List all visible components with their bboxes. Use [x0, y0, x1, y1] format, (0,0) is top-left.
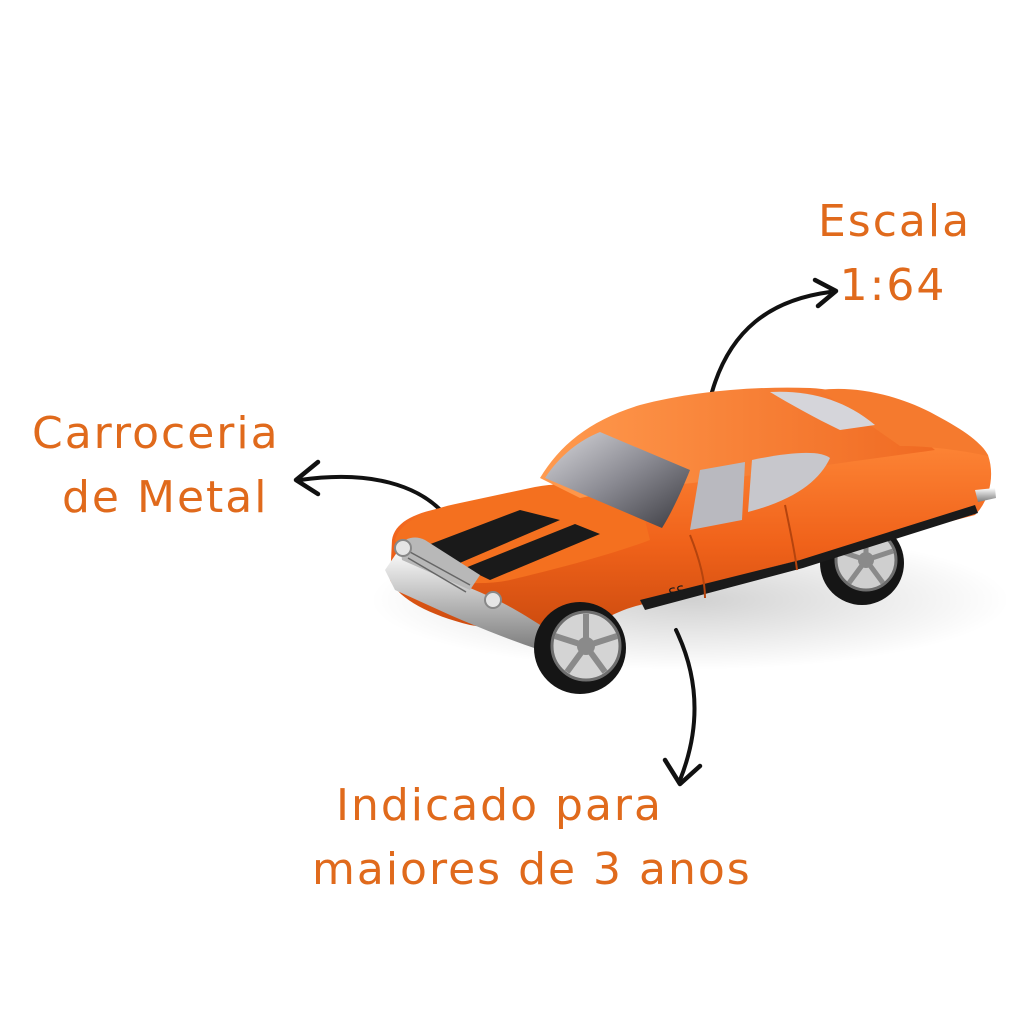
toy-car-image: SS — [370, 387, 1010, 694]
arrow-to-scale-icon — [710, 277, 839, 394]
body-annotation-line-2: de Metal — [62, 472, 269, 523]
age-annotation-line-1: Indicado para — [336, 780, 663, 831]
body-material-annotation: Carroceria de Metal — [32, 402, 280, 530]
age-recommendation-annotation: Indicado para maiores de 3 anos — [312, 774, 752, 902]
body-annotation-line-1: Carroceria — [32, 408, 280, 459]
scale-annotation: Escala 1:64 — [818, 190, 972, 318]
scale-annotation-line-1: Escala — [818, 196, 972, 247]
front-wheel — [534, 602, 626, 694]
age-annotation-line-2: maiores de 3 anos — [312, 844, 752, 895]
ss-badge: SS — [667, 583, 687, 602]
arrow-to-body-icon — [293, 459, 448, 518]
scale-annotation-line-2: 1:64 — [839, 260, 947, 311]
